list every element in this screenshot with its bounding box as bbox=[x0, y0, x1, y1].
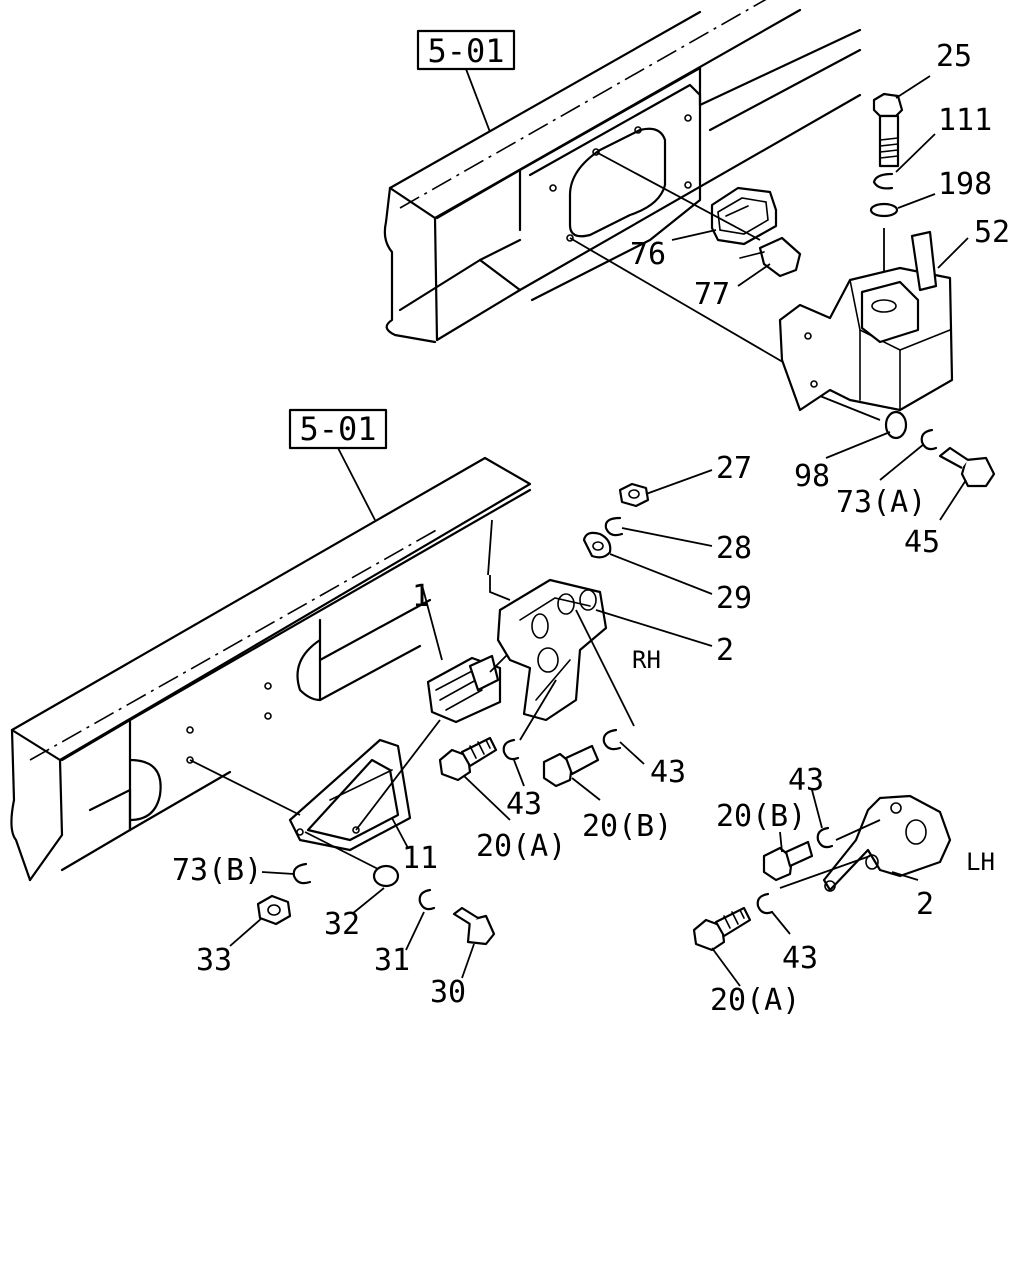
label-25: 25 bbox=[936, 39, 972, 74]
part-32-washer bbox=[372, 864, 400, 888]
label-11: 11 bbox=[402, 841, 438, 876]
side-label-lh: LH bbox=[966, 848, 995, 876]
label-76: 76 bbox=[630, 237, 666, 272]
label-98: 98 bbox=[794, 459, 830, 494]
upper-frame-rail bbox=[383, 0, 862, 344]
label-43b: 43 bbox=[650, 755, 686, 790]
label-198: 198 bbox=[938, 167, 992, 202]
part-20a-bolt-lh bbox=[692, 906, 752, 952]
part-20b-bolt-rh bbox=[542, 744, 600, 788]
part-33-nut bbox=[256, 894, 292, 926]
label-27: 27 bbox=[716, 451, 752, 486]
label-43c: 43 bbox=[788, 763, 824, 798]
label-20b-lh: 20(B) bbox=[716, 799, 806, 834]
part-43b-lockwasher bbox=[602, 728, 622, 751]
lower-frame-rail bbox=[10, 456, 532, 882]
part-11-bracket bbox=[288, 738, 412, 852]
part-2-lh-bracket bbox=[822, 794, 952, 892]
part-52-engine-mount bbox=[778, 230, 954, 412]
upper-reference-box: 5-01 bbox=[416, 29, 516, 133]
lower-reference-box: 5-01 bbox=[288, 408, 388, 521]
label-2-rh: 2 bbox=[716, 633, 734, 668]
part-31-lockwasher bbox=[418, 888, 436, 911]
label-111: 111 bbox=[938, 103, 992, 138]
part-77-bolt bbox=[739, 236, 802, 278]
part-28-lockwasher bbox=[604, 516, 624, 537]
part-20a-bolt-rh bbox=[438, 736, 498, 782]
side-label-rh: RH bbox=[632, 646, 661, 674]
label-43d: 43 bbox=[782, 941, 818, 976]
label-43a: 43 bbox=[506, 787, 542, 822]
label-20b-rh: 20(B) bbox=[582, 809, 672, 844]
label-30: 30 bbox=[430, 975, 466, 1010]
label-45: 45 bbox=[904, 525, 940, 560]
part-73a-lockwasher bbox=[920, 428, 938, 451]
label-1: 1 bbox=[412, 579, 430, 614]
part-198-washer bbox=[869, 202, 899, 218]
part-111-lockwasher bbox=[872, 172, 894, 190]
part-30-bolt bbox=[452, 906, 496, 946]
part-25-bolt bbox=[872, 92, 904, 168]
label-31: 31 bbox=[374, 943, 410, 978]
part-43d-lockwasher bbox=[756, 892, 774, 915]
label-20a-lh: 20(A) bbox=[710, 983, 800, 1018]
part-43a-lockwasher bbox=[502, 738, 520, 761]
label-52: 52 bbox=[974, 215, 1010, 250]
lower-reference-label: 5-01 bbox=[299, 410, 376, 448]
label-73b: 73(B) bbox=[172, 853, 262, 888]
part-43c-lockwasher bbox=[816, 826, 834, 849]
part-20b-bolt-lh bbox=[762, 840, 814, 882]
part-29-washer-plate bbox=[582, 531, 612, 559]
label-29: 29 bbox=[716, 581, 752, 616]
part-76-pad bbox=[710, 186, 778, 246]
part-73b-lockwasher bbox=[292, 862, 312, 885]
part-1-rubber-pad bbox=[426, 654, 502, 724]
label-20a-rh: 20(A) bbox=[476, 829, 566, 864]
part-2-rh-bracket bbox=[496, 578, 608, 722]
label-73a: 73(A) bbox=[836, 485, 926, 520]
part-98-washer bbox=[884, 410, 908, 440]
label-33: 33 bbox=[196, 943, 232, 978]
label-2-lh: 2 bbox=[916, 887, 934, 922]
label-28: 28 bbox=[716, 531, 752, 566]
part-45-bolt bbox=[938, 446, 996, 488]
upper-reference-label: 5-01 bbox=[427, 32, 504, 70]
label-77: 77 bbox=[694, 277, 730, 312]
label-32: 32 bbox=[324, 907, 360, 942]
part-27-nut bbox=[618, 482, 650, 508]
